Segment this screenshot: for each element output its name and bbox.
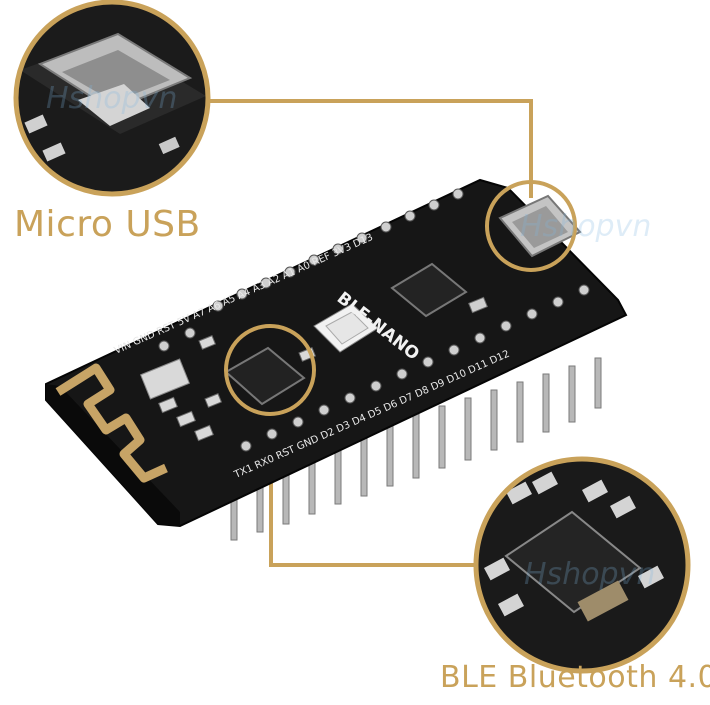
svg-text:Hshopvn: Hshopvn bbox=[520, 209, 651, 244]
watermark: Hshopvn Hshopvn Hshopvn bbox=[46, 81, 655, 592]
ble-chip-zoom-inset bbox=[476, 459, 688, 671]
ble-highlight-ring bbox=[224, 324, 316, 416]
reset-button bbox=[313, 303, 379, 353]
usb-highlight-ring bbox=[485, 180, 577, 272]
crystal bbox=[140, 358, 190, 400]
ble-bluetooth-label: BLE Bluetooth 4.0 bbox=[440, 660, 710, 695]
micro-usb-zoom-inset bbox=[16, 2, 208, 194]
bottom-pin-row bbox=[240, 284, 590, 452]
header-pins bbox=[230, 357, 602, 541]
micro-usb-port bbox=[498, 194, 582, 258]
mcu-chip bbox=[390, 262, 468, 318]
antenna-trace bbox=[55, 363, 168, 483]
top-pin-row bbox=[158, 188, 464, 352]
svg-text:Hshopvn: Hshopvn bbox=[46, 81, 177, 116]
ble-chip bbox=[224, 346, 306, 406]
pcb-board bbox=[45, 178, 628, 528]
micro-usb-label: Micro USB bbox=[14, 204, 201, 245]
smd-components bbox=[158, 296, 488, 442]
svg-text:Hshopvn: Hshopvn bbox=[524, 557, 655, 592]
